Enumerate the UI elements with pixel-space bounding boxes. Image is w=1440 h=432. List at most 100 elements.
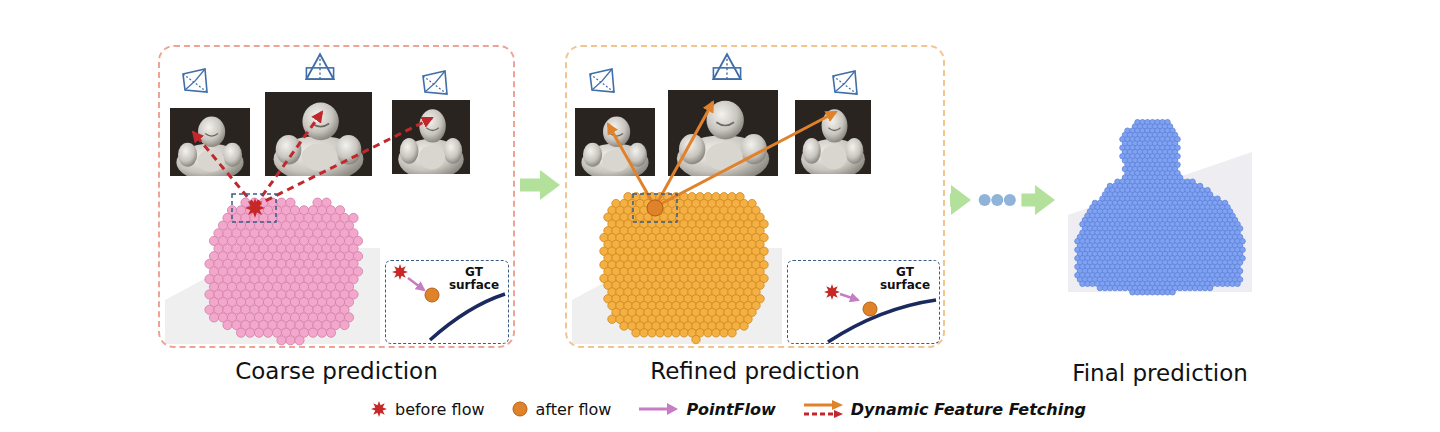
input-photo: [392, 100, 470, 180]
cloud-point: [1235, 281, 1241, 287]
flow-arrow: [520, 179, 540, 192]
ellipsis-dot: [991, 194, 1003, 206]
dashed-fetch-line: [255, 112, 322, 206]
focus-box: [633, 194, 677, 222]
before-flow-point: [824, 284, 840, 300]
input-photo: [668, 90, 778, 182]
camera-icon: [590, 69, 614, 92]
camera-icon: [423, 71, 447, 94]
arrow-sample-head: [834, 410, 843, 418]
arrow-sample: [804, 404, 836, 407]
final-point-cloud: [1075, 119, 1246, 295]
dashed-arrow-sample: [804, 413, 836, 416]
dot-sample: [513, 402, 527, 416]
stage-panel: Coarse predictionGT surface: [158, 45, 515, 348]
legend-entry: Dynamic Feature Fetching: [802, 399, 1086, 419]
inset-box: GT surface: [385, 260, 509, 344]
dashed-fetch-line: [193, 132, 255, 206]
after-flow-point: [647, 200, 663, 216]
floor-plane: [165, 248, 380, 344]
cloud-point: [245, 328, 254, 337]
cloud-point: [720, 329, 728, 337]
cloud-point: [632, 329, 640, 337]
cloud-point: [223, 320, 232, 329]
legend-label: PointFlow: [686, 400, 775, 419]
stage-caption: Refined prediction: [527, 358, 983, 384]
cloud-point: [648, 329, 656, 337]
surface-label: GT surface: [876, 266, 934, 292]
cloud-point: [277, 336, 286, 345]
legend-entry: before flow: [370, 399, 485, 419]
legend-label: Dynamic Feature Fetching: [851, 400, 1086, 419]
cloud-point: [209, 313, 218, 322]
cloud-point: [1170, 289, 1176, 295]
cloud-point: [608, 315, 616, 323]
input-photo: [575, 108, 655, 181]
before-flow-point: [392, 264, 408, 280]
cloud-point: [640, 329, 648, 337]
after-flow-point: [863, 302, 877, 316]
input-photo: [170, 108, 250, 181]
legend-entry: after flow: [511, 399, 612, 419]
arrow-sample-head: [832, 400, 843, 410]
cloud-point: [286, 336, 295, 345]
camera-icon: [833, 71, 857, 94]
legend-sample: [802, 399, 844, 419]
cloud-point: [728, 329, 736, 337]
ellipsis-dot: [1004, 194, 1016, 206]
before-flow-point: [245, 198, 265, 218]
camera-icon: [713, 54, 740, 79]
point-markers: [245, 198, 840, 300]
fetch-line: [655, 112, 836, 207]
cloud-point: [672, 329, 680, 337]
cloud-point: [740, 322, 748, 330]
cloud-point: [712, 329, 720, 337]
after-flow-point: [425, 288, 439, 302]
cloud-point: [656, 329, 664, 337]
stage-panel: Refined predictionGT surface: [565, 45, 945, 348]
gt-surface-curve: [430, 294, 505, 340]
legend-label: after flow: [536, 400, 612, 419]
legend-sample: [511, 399, 529, 419]
cloud-point: [236, 328, 245, 337]
cloud-point: [680, 329, 688, 337]
camera-icon: [306, 54, 333, 79]
star-sample: [371, 401, 387, 417]
cloud-point: [326, 328, 335, 337]
result-region: Final prediction: [1060, 100, 1260, 348]
stage-caption: Final prediction: [1020, 360, 1300, 386]
flow-arrow-head: [951, 185, 971, 215]
arrow-sample-head: [667, 403, 678, 415]
surface-label: GT surface: [445, 266, 503, 292]
cloud-point: [1207, 285, 1213, 291]
input-photo: [265, 92, 372, 182]
cloud-point: [692, 335, 700, 343]
legend-sample: [637, 399, 679, 419]
cloud-point: [317, 328, 326, 337]
focus-box: [232, 194, 276, 222]
dashed-fetch-line: [255, 118, 432, 206]
cloud-point: [620, 322, 628, 330]
legend-label: before flow: [395, 400, 485, 419]
cloud-point: [263, 328, 272, 337]
cloud-point: [254, 328, 263, 337]
cloud-point: [295, 336, 304, 345]
cloud-point: [664, 329, 672, 337]
camera-icon: [183, 69, 207, 92]
legend-entry: PointFlow: [637, 399, 775, 419]
cloud-point: [308, 328, 317, 337]
legend: before flow after flow PointFlow Dynamic Fe…: [16, 399, 1440, 419]
floor-plane: [572, 248, 782, 344]
coarse-point-cloud: [205, 198, 363, 345]
stage-caption: Coarse prediction: [120, 358, 553, 384]
legend-sample: [370, 399, 388, 419]
floor-plane: [1068, 152, 1252, 292]
refined-point-cloud: [600, 193, 768, 344]
ellipsis-dot: [979, 194, 991, 206]
pointflow-arrow: [840, 294, 858, 300]
cloud-point: [340, 320, 349, 329]
pointflow-arrow: [408, 278, 424, 290]
cloud-point: [704, 329, 712, 337]
gt-surface-curve: [828, 300, 936, 342]
inset-box: GT surface: [787, 260, 940, 344]
